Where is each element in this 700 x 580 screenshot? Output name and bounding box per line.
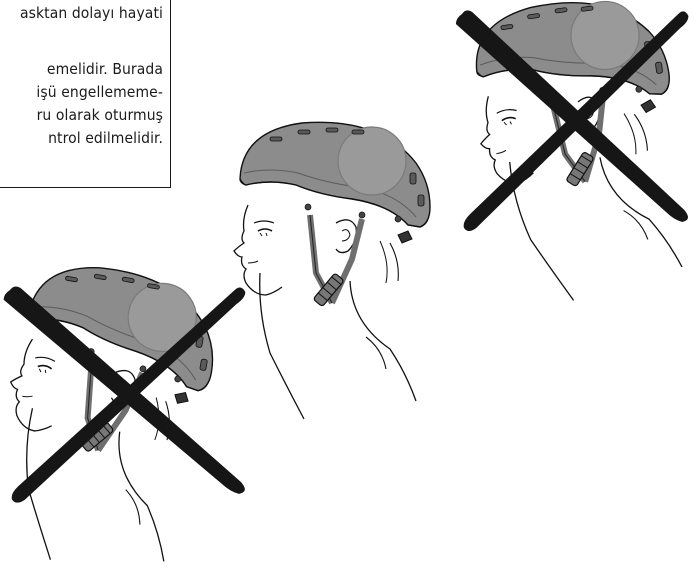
figure-helmet-tilted-back: [456, 0, 698, 310]
figure-helmet-correct: [234, 122, 430, 419]
figure-helmet-tilted-forward: [0, 255, 245, 580]
